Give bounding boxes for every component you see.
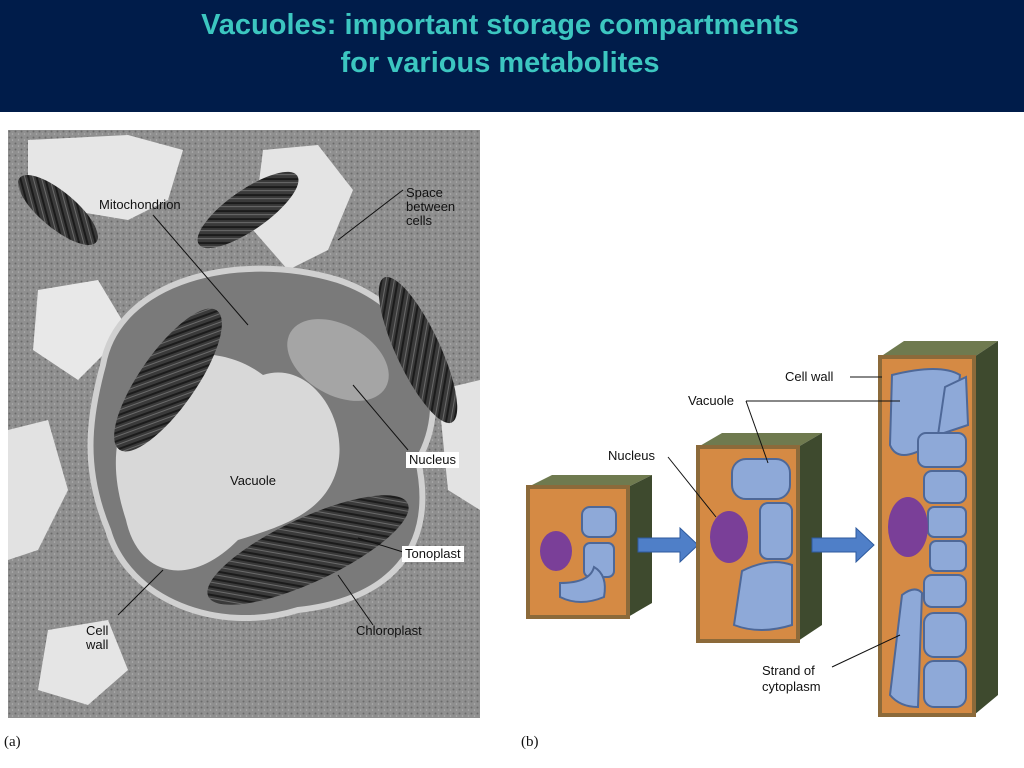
label-strand: Strand of [762, 663, 815, 678]
large-cell [878, 341, 998, 717]
label-cell-wall: Cell [86, 623, 109, 638]
medium-cell [696, 433, 822, 643]
label-vacuole: Vacuole [230, 473, 277, 488]
label-space: between [406, 199, 456, 214]
chloroplast [114, 308, 222, 452]
title-line-1: Vacuoles: important storage compartments [201, 9, 799, 41]
cell-growth-diagram [526, 341, 998, 717]
intercellular-space [33, 280, 128, 380]
label-cell-wall: Cell wall [785, 369, 834, 384]
chloroplast [17, 175, 99, 245]
label-tonoplast: Tonoplast [402, 546, 464, 562]
growth-arrow [811, 526, 875, 564]
intercellular-space [8, 420, 68, 560]
label-nucleus: Nucleus [608, 448, 655, 463]
label-space: cells [406, 213, 433, 228]
label-nucleus: Nucleus [406, 452, 459, 468]
caption-b: (b) [521, 734, 539, 750]
small-cell [526, 475, 652, 619]
micrograph-panel [8, 130, 480, 718]
label-strand: cytoplasm [762, 679, 821, 694]
label-vacuole: Vacuole [688, 393, 735, 408]
nucleus [287, 319, 389, 401]
chloroplast [197, 171, 299, 249]
label-mitochondrion: Mitochondrion [99, 197, 181, 212]
label-chloroplast: Chloroplast [356, 623, 422, 638]
growth-arrow [637, 526, 699, 564]
chloroplast [378, 276, 458, 424]
intercellular-space [38, 620, 128, 705]
label-cell-wall: wall [86, 637, 109, 652]
title-banner: Vacuoles: important storage compartments… [0, 0, 1024, 112]
caption-a: (a) [4, 734, 21, 750]
slide-title: Vacuoles: important storage compartments… [0, 6, 1000, 82]
chloroplast [207, 495, 409, 605]
label-space: Space [406, 185, 443, 200]
title-line-2: for various metabolites [340, 47, 660, 79]
